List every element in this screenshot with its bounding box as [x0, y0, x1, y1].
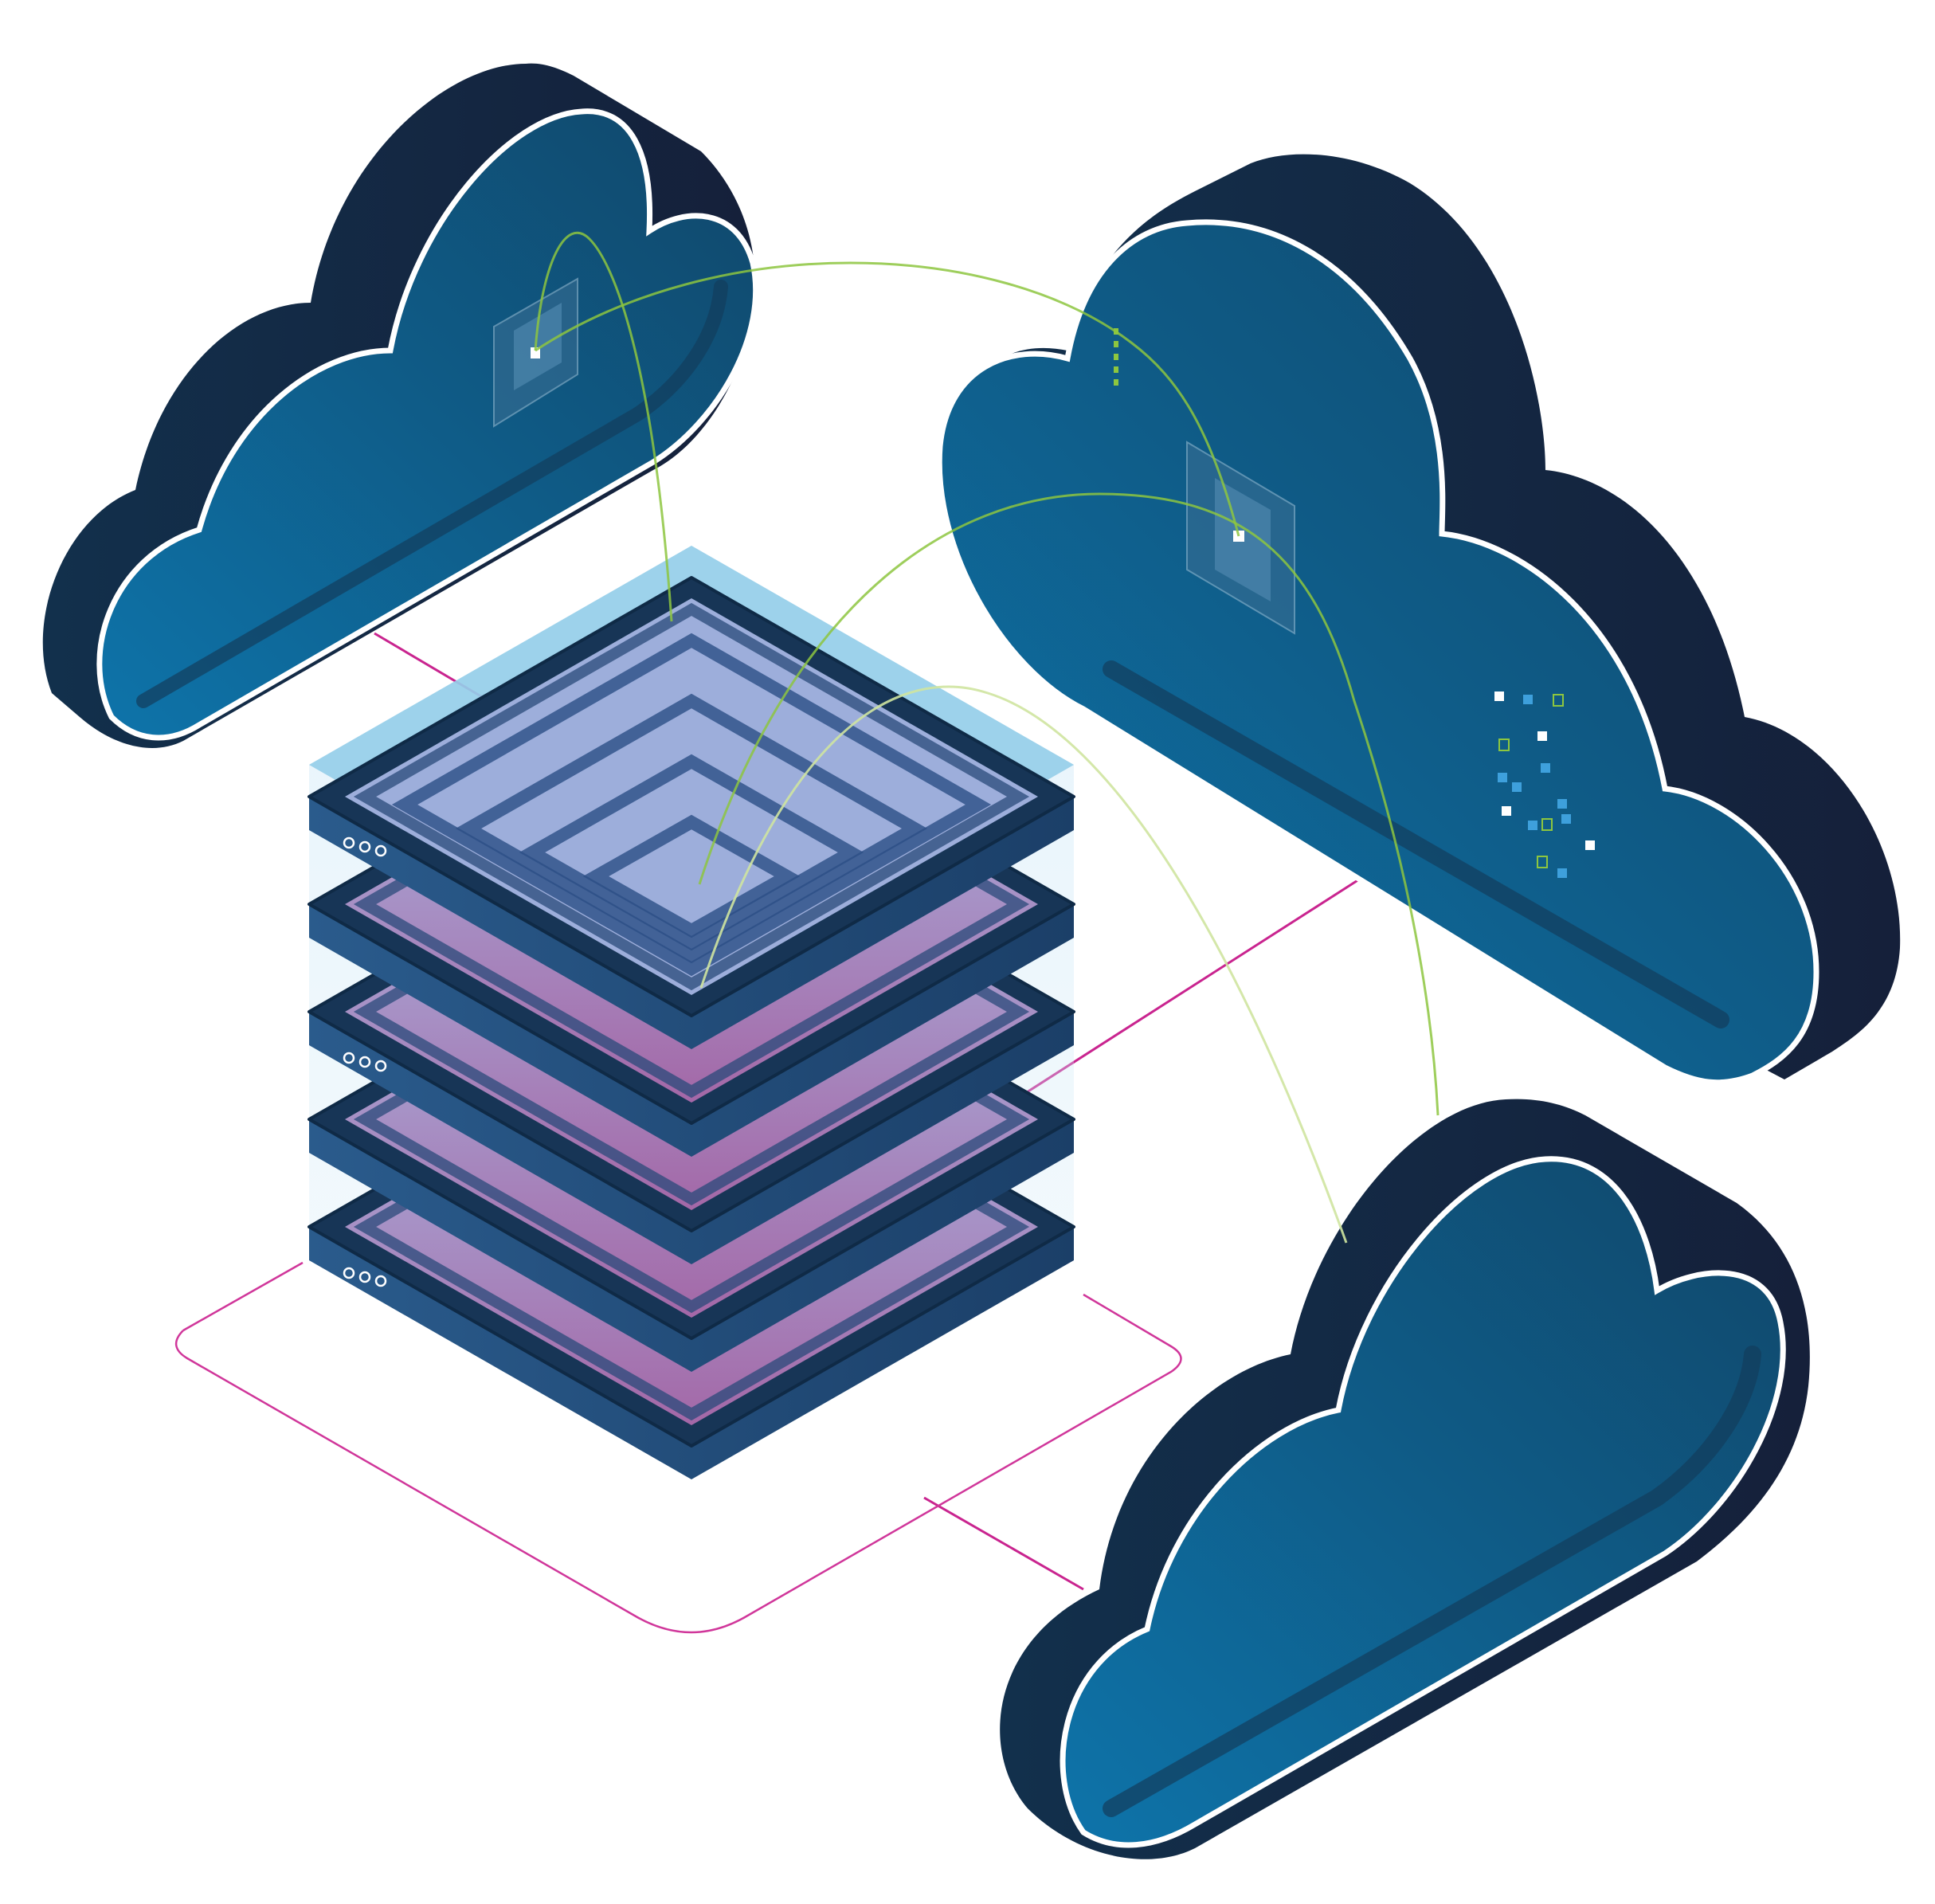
server-base-outline: [175, 1293, 1182, 1634]
server-indicator-dot: [358, 840, 371, 853]
server-indicator-dot: [358, 1056, 371, 1068]
cloud-bottom-right: [1000, 1099, 1810, 1859]
server-stack: [307, 546, 1075, 1479]
cloud-top-left-face: [96, 108, 759, 741]
server-indicator-dot: [343, 836, 355, 849]
server-indicator-dot: [358, 1271, 371, 1283]
server-base-outline-left: [182, 1261, 304, 1332]
server-indicator-dot: [374, 1275, 387, 1287]
link-server-to-cloud-bottom: [923, 1496, 1084, 1591]
server-indicator-dot: [343, 1267, 355, 1279]
arc-server-to-top-right-chip: [698, 492, 1439, 1116]
server-top-ring-1: [391, 633, 992, 977]
server-indicator-dot: [343, 1052, 355, 1064]
arc-top-left-to-top-right: [535, 261, 1240, 537]
cloud-top-right-inner-shadow: [1103, 660, 1729, 1028]
cloud-bottom-right-face: [1060, 1156, 1786, 1848]
cloud-top-right-data-dots: [1494, 691, 1595, 878]
server-indicator-dot: [374, 844, 387, 857]
chip-top-right: [1186, 441, 1295, 635]
arc-server-to-top-left-chip: [534, 231, 673, 622]
server-top-ring-2: [455, 693, 928, 964]
chip-top-left: [493, 277, 578, 428]
cloud-top-right-face: [936, 219, 1819, 1086]
server-top-ring-3: [519, 754, 864, 951]
arc-server-to-bottom-cloud: [699, 685, 1348, 1244]
server-top-ring-4: [582, 814, 801, 938]
green-links: [534, 231, 1439, 1244]
cloud-top-left: [42, 63, 759, 748]
server-indicator-dot: [374, 1060, 387, 1072]
server-layer-fill-1: [345, 598, 1038, 995]
cloud-top-right: [936, 154, 1901, 1086]
server-layer-ring-1: [353, 602, 1030, 991]
cloud-bottom-right-inner-shadow: [1103, 1346, 1761, 1817]
